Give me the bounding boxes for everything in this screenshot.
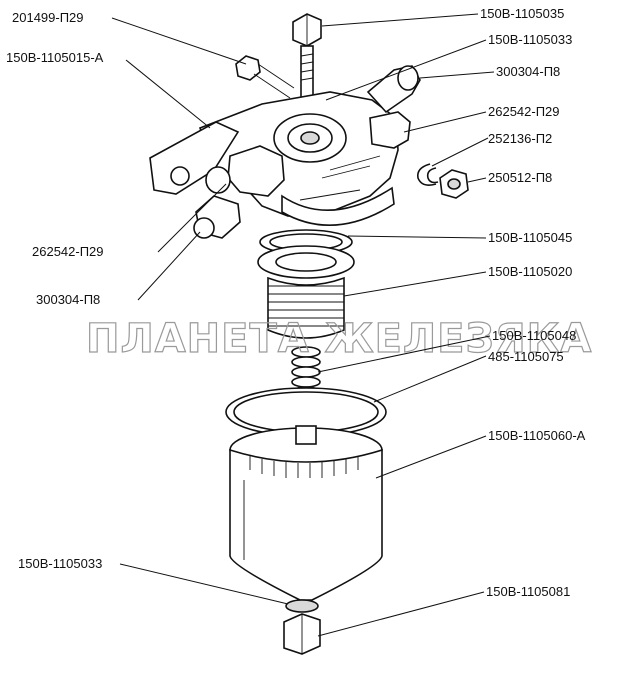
label-262542-p29-left: 262542-П29 — [32, 244, 104, 259]
label-150v-1105033-top: 150В-1105033 — [488, 32, 572, 47]
leader-lines — [111, 13, 495, 637]
top-bolt — [292, 13, 322, 99]
label-262542-p29-right: 262542-П29 — [488, 104, 560, 119]
label-300304-p8-left: 300304-П8 — [36, 292, 100, 307]
part-labels: 201499-П29 150В-1105035 150В-1105033 150… — [6, 6, 586, 599]
filter-element — [257, 245, 355, 339]
side-bolt-left — [235, 55, 295, 99]
filter-head — [149, 65, 421, 226]
drain-plug — [283, 613, 321, 655]
nut-250512 — [439, 169, 469, 199]
label-250512-p8: 250512-П8 — [488, 170, 552, 185]
fitting-left — [193, 195, 241, 239]
filter-bowl — [229, 425, 383, 601]
label-150v-1105045: 150В-1105045 — [488, 230, 572, 245]
label-252136-p2: 252136-П2 — [488, 131, 552, 146]
watermark: ПЛАНЕТА ЖЕЛЕЗЯКА — [86, 316, 592, 362]
spring-washer — [416, 163, 439, 186]
label-150v-1105035: 150В-1105035 — [480, 6, 564, 21]
label-201499-p29: 201499-П29 — [12, 10, 84, 25]
label-150v-1105015-a: 150В-1105015-А — [6, 50, 104, 65]
bottom-washer — [285, 599, 319, 613]
label-300304-p8-right: 300304-П8 — [496, 64, 560, 79]
o-ring — [225, 387, 387, 437]
label-150v-1105048: 150В-1105048 — [492, 328, 576, 343]
label-150v-1105081: 150В-1105081 — [486, 584, 570, 599]
label-485-1105075: 485-1105075 — [488, 349, 564, 364]
label-150v-1105060-a: 150В-1105060-А — [488, 428, 586, 443]
label-150v-1105033-bottom: 150В-1105033 — [18, 556, 102, 571]
label-150v-1105020: 150В-1105020 — [488, 264, 572, 279]
